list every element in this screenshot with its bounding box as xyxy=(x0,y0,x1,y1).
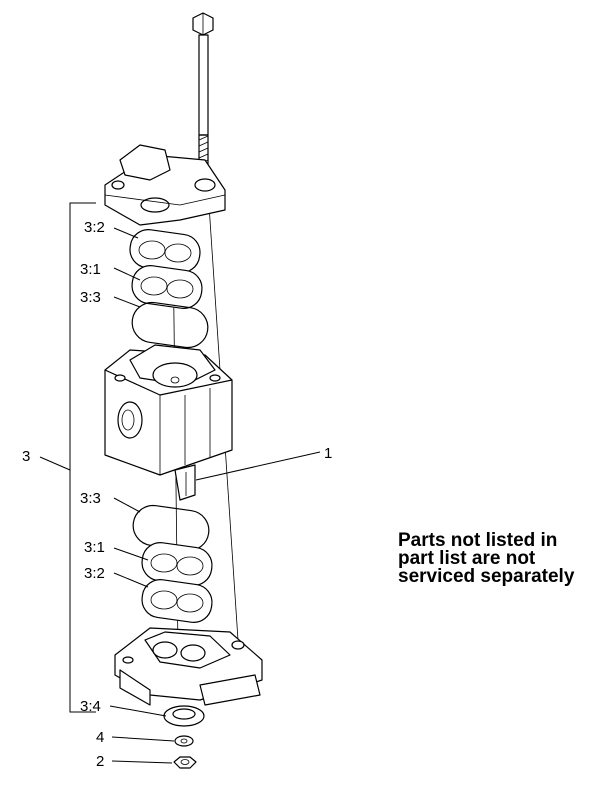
callout-2: 2 xyxy=(96,753,104,770)
callout-3-1-bottom: 3:1 xyxy=(84,539,105,556)
bolt xyxy=(192,12,214,181)
service-note-line-1: Parts not listed in xyxy=(398,530,558,551)
lock-washer-4 xyxy=(174,735,194,747)
top-cover xyxy=(104,144,226,226)
oring-3-3-top xyxy=(131,301,209,349)
callout-3-3-top: 3:3 xyxy=(80,289,101,306)
group-bracket-3 xyxy=(39,202,96,713)
gasket-3-1-top xyxy=(131,265,203,309)
service-note: Parts not listed in part list are not se… xyxy=(398,530,608,587)
callout-3-4: 3:4 xyxy=(80,698,101,715)
callout-4: 4 xyxy=(96,729,104,746)
callout-3: 3 xyxy=(22,448,30,465)
callout-3-2-top: 3:2 xyxy=(84,219,105,236)
bottom-flange xyxy=(114,627,263,706)
service-note-line-2: part list are not xyxy=(398,548,536,569)
drive-shaft xyxy=(174,464,196,501)
pump-body xyxy=(104,344,233,476)
gasket-3-1-bottom xyxy=(141,542,213,586)
gasket-3-2-bottom xyxy=(141,579,213,623)
callout-3-2-bottom: 3:2 xyxy=(84,565,105,582)
seal-3-4 xyxy=(163,705,205,727)
service-note-line-3: serviced separately xyxy=(398,566,575,587)
callout-1: 1 xyxy=(324,445,332,462)
leader-lines xyxy=(109,227,321,764)
callout-3-1-top: 3:1 xyxy=(80,261,101,278)
callout-3-3-bottom: 3:3 xyxy=(80,490,101,507)
nut-2 xyxy=(173,756,197,769)
